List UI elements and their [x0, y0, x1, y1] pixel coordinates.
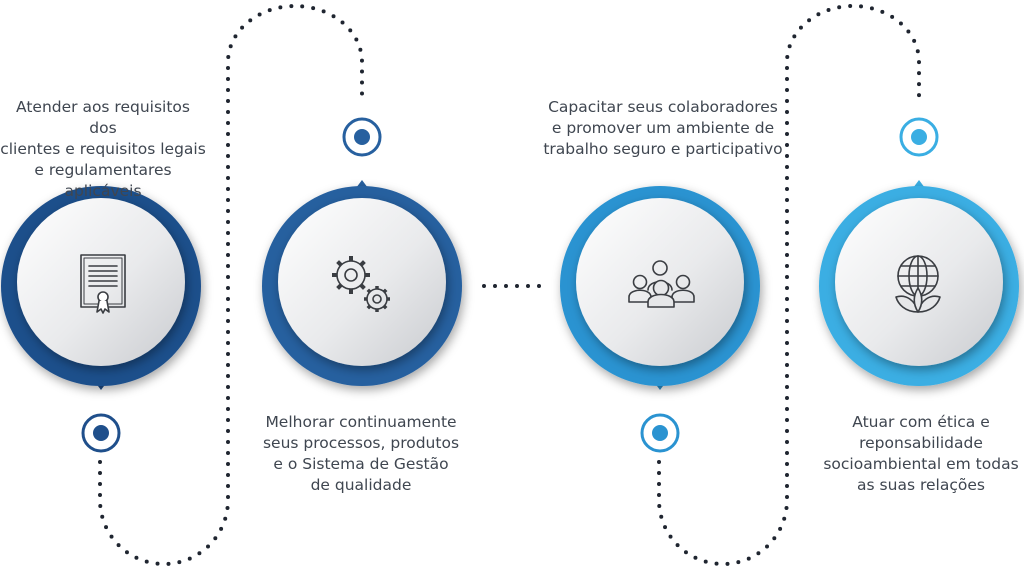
connector-1-2: [98, 4, 364, 566]
step-3: [560, 186, 760, 453]
step-1-caption: Atender aos requisitos dos clientes e re…: [0, 98, 206, 200]
team-icon: [628, 260, 695, 308]
step-2-inner-circle: [278, 198, 446, 366]
step-1: [1, 186, 201, 453]
dotted-connectors: [98, 4, 921, 566]
step-4: [819, 117, 1019, 386]
step-1-inner-circle: [17, 198, 185, 366]
step-2-caption: Melhorar continuamente seus processos, p…: [262, 413, 460, 494]
step-4-caption: Atuar com ética e reponsabilidade socioa…: [823, 413, 1019, 494]
step-3-caption: Capacitar seus colaboradores e promover …: [543, 98, 783, 158]
step-4-inner-circle: [835, 198, 1003, 366]
certificate-icon: [80, 254, 126, 314]
step-2: [262, 117, 462, 386]
step-1-connector-node-center: [93, 425, 109, 441]
step-3-connector-node-center: [652, 425, 668, 441]
globe-leaves-icon: [895, 255, 941, 313]
gears-icon: [332, 256, 390, 312]
step-4-connector-node-center: [911, 129, 927, 145]
connector-3-4: [657, 4, 921, 566]
step-2-connector-node-center: [354, 129, 370, 145]
